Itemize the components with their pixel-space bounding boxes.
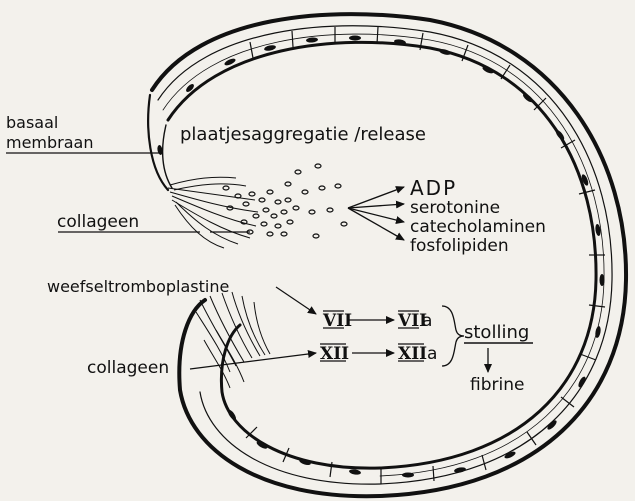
factor-viia-suffix: a [422, 311, 432, 331]
factor-xiia-suffix: a [427, 344, 437, 364]
collagen-upper-label: collageen [57, 212, 139, 232]
fibrin-label: fibrine [470, 375, 524, 395]
basement-membrane-label-2: membraan [6, 133, 94, 152]
platelets [223, 164, 347, 238]
leader-lines [6, 153, 316, 369]
basement-membrane-label: basaal [6, 113, 58, 132]
catecholamines-label: catecholaminen [410, 217, 546, 237]
serotonin-label: serotonine [410, 198, 500, 218]
collagen-lower-label: collageen [87, 358, 169, 378]
tissue-factor-label: weefseltromboplastine [47, 277, 229, 296]
release-arrows [348, 187, 404, 240]
brace [442, 306, 464, 366]
collagen-fibres-upper [168, 177, 258, 248]
phospholipids-label: fosfolipiden [410, 236, 509, 256]
aggregation-label: plaatjesaggregatie /release [180, 124, 426, 145]
adp-label: ADP [410, 176, 457, 200]
vessel-wall-inner [168, 42, 596, 468]
cell-nuclei [157, 36, 605, 478]
clotting-label: stolling [464, 322, 529, 343]
collagen-fibres-lower [196, 292, 270, 388]
